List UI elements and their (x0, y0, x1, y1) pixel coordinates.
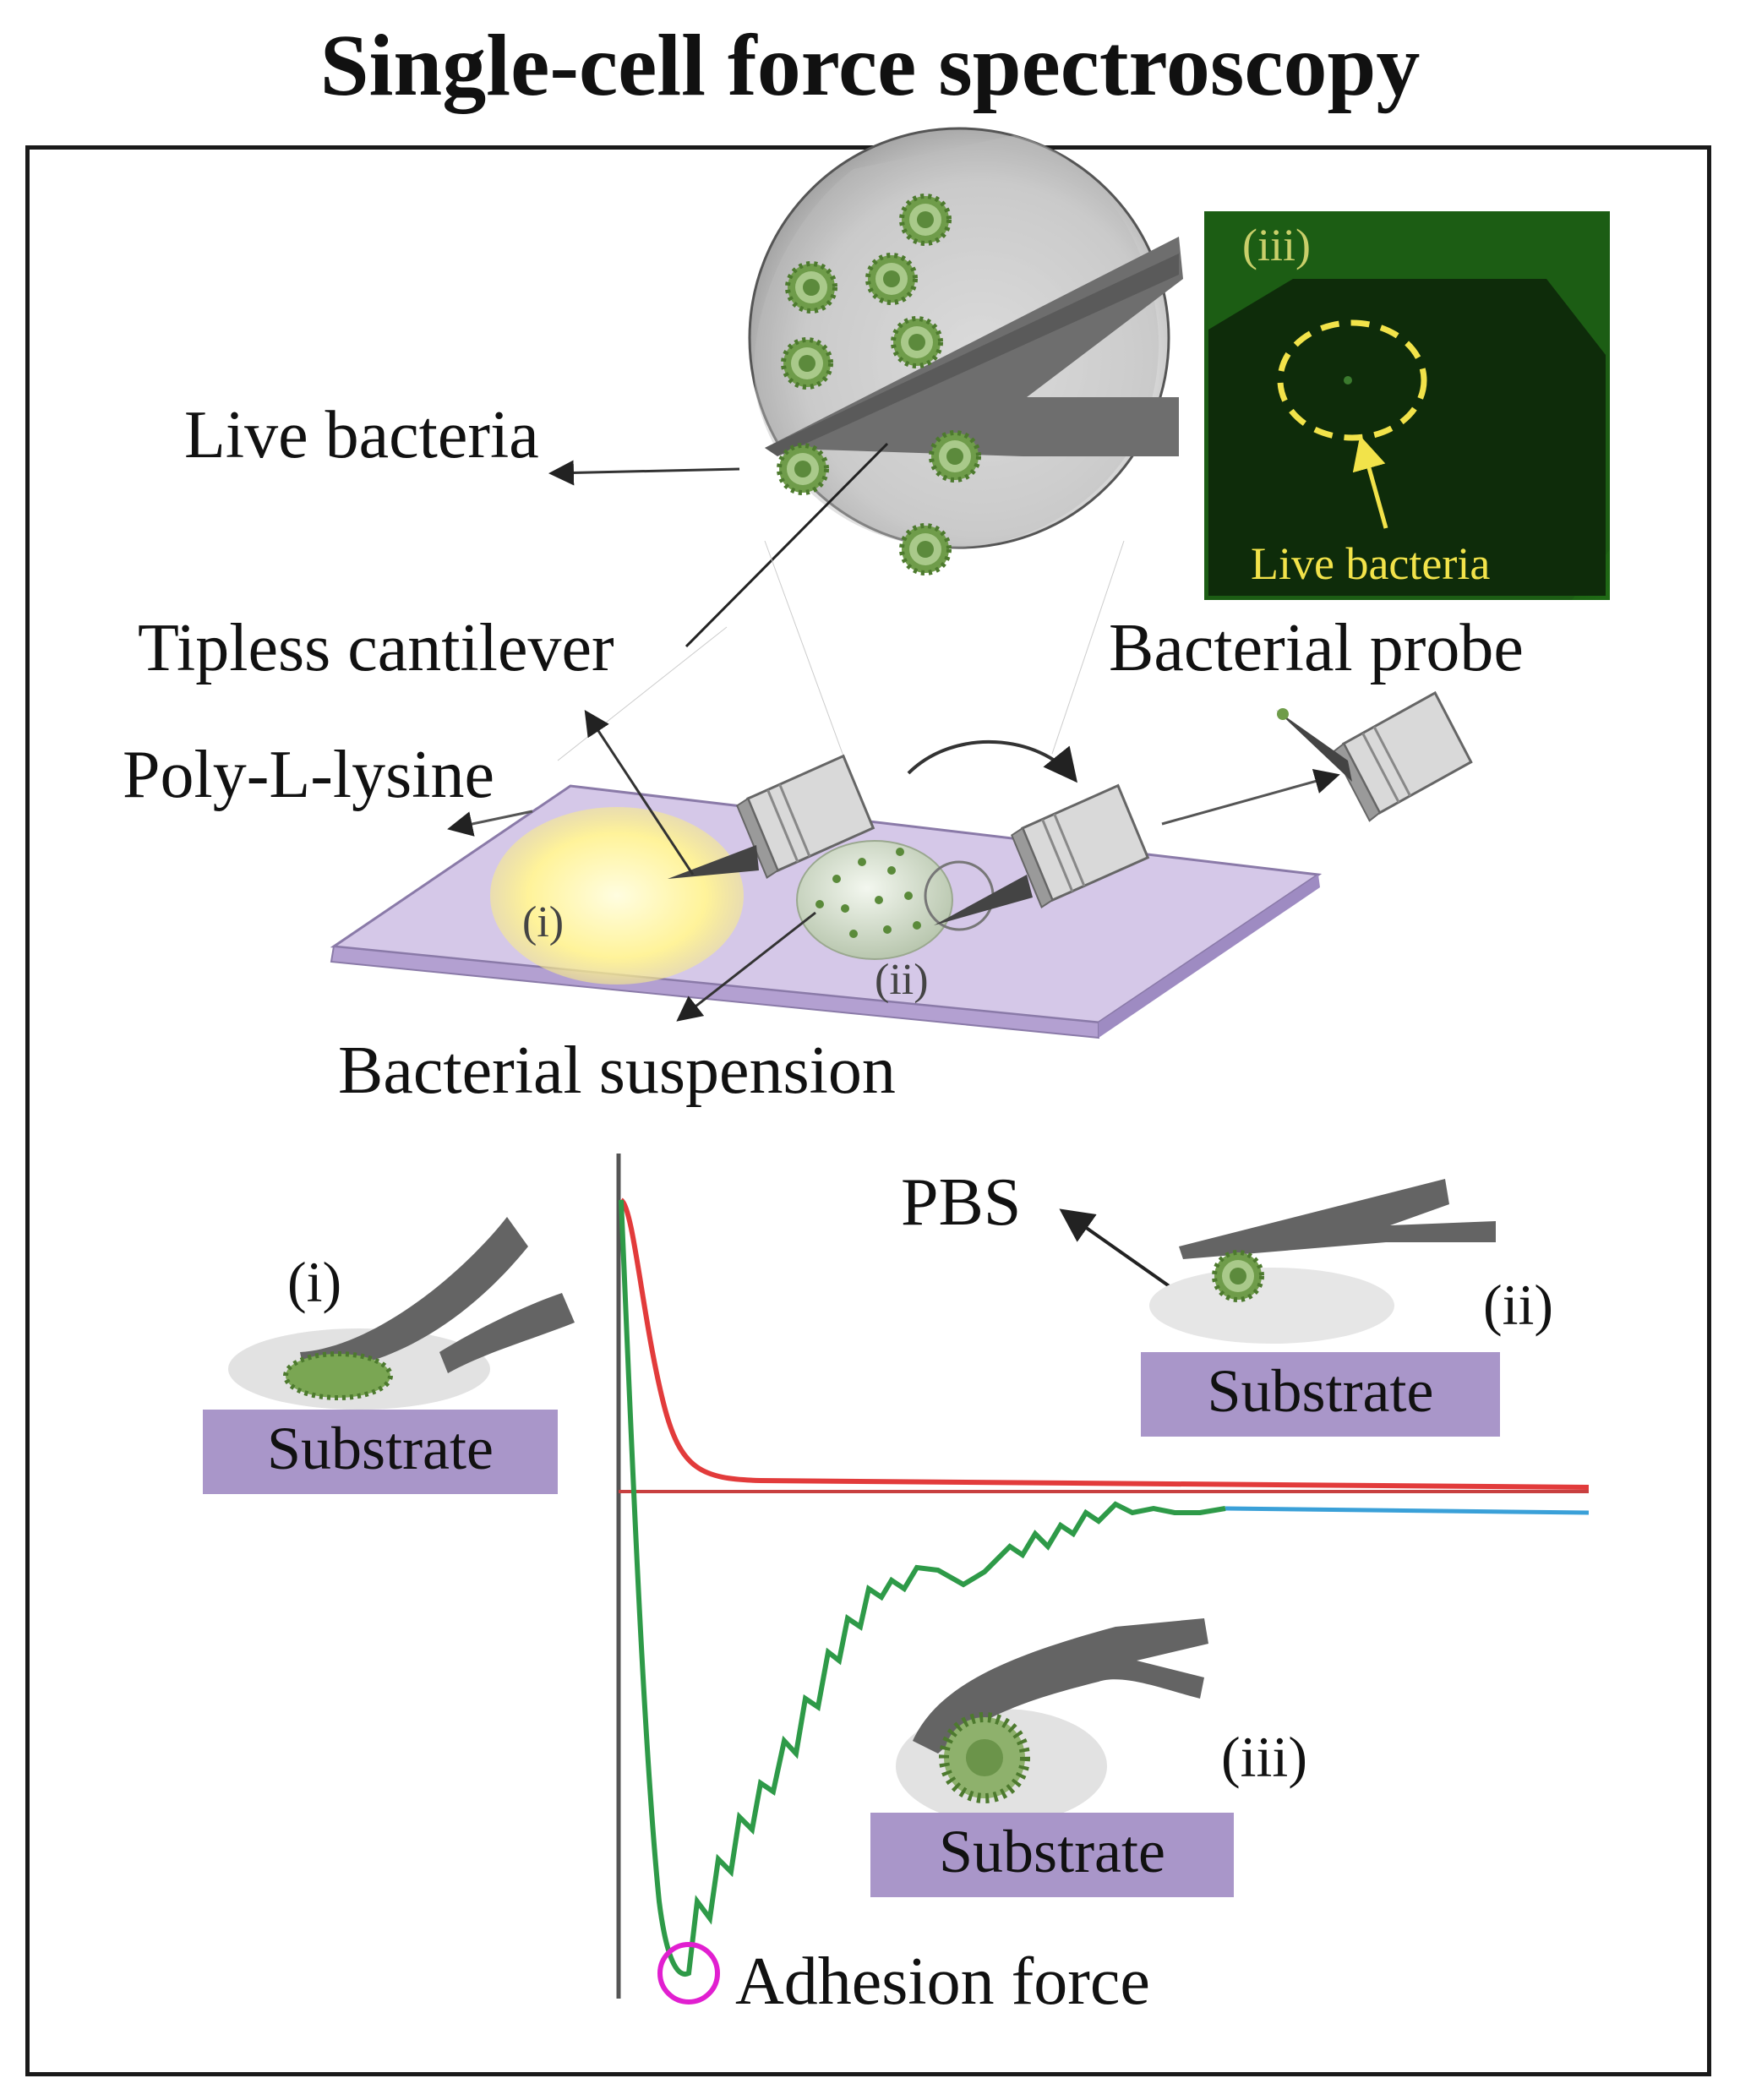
panel-ii-roman: (ii) (1483, 1273, 1554, 1337)
label-pbs: PBS (901, 1165, 1022, 1240)
label-adhesion-force: Adhesion force (735, 1945, 1150, 2019)
force-curve-plot (616, 1154, 1590, 2005)
label-bacterial-suspension: Bacterial suspension (338, 1034, 896, 1108)
panel-iii-art (896, 1618, 1208, 1824)
panel-i-substrate: Substrate (203, 1410, 558, 1494)
slide-marker-i: (i) (522, 898, 565, 946)
panel-iii-substrate: Substrate (870, 1813, 1234, 1897)
zoom-circle (557, 127, 1183, 761)
panel-ii-art (1149, 1179, 1496, 1344)
micrograph-caption: Live bacteria (1251, 538, 1491, 589)
label-poly-l-lysine: Poly-L-lysine (123, 738, 494, 812)
label-tipless-cantilever: Tipless cantilever (138, 611, 614, 685)
figure-title: Single-cell force spectroscopy (319, 17, 1421, 114)
panel-i-art (228, 1217, 575, 1410)
fluorescence-micrograph (1204, 211, 1610, 600)
glass-slide (330, 784, 1323, 1039)
slide-marker-ii: (ii) (875, 956, 929, 1004)
panel-i-roman: (i) (287, 1250, 342, 1314)
cantilever-holder-2 (1011, 783, 1150, 908)
panel-iii-roman: (iii) (1221, 1725, 1307, 1789)
panel-ii-substrate: Substrate (1141, 1352, 1500, 1437)
label-bacterial-probe: Bacterial probe (1109, 611, 1524, 685)
micrograph-roman-label: (iii) (1242, 220, 1311, 270)
cantilever-holder-3 (1332, 690, 1473, 822)
cantilever-holder-1 (736, 754, 875, 879)
label-live-bacteria: Live bacteria (184, 398, 539, 472)
figure-frame (25, 145, 1711, 2076)
